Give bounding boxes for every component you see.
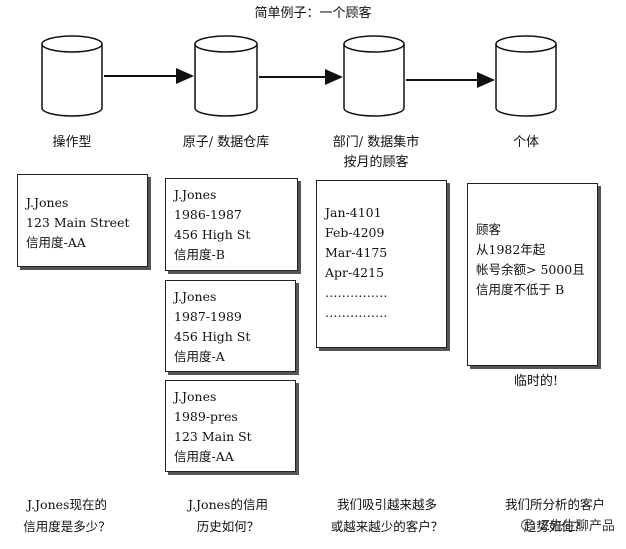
question-line: 历史如何？ [196,519,260,534]
ellipsis-row: …………… [325,305,388,320]
record-criterion: 从1982年起 [476,242,546,257]
question-line: 我们吸引越来越多 [336,497,437,512]
record-name: J.Jones [174,389,217,404]
question-warehouse: J.Jones的信用 历史如何？ [163,494,293,538]
record-criterion: 帐号余额> 5000且 [476,262,585,277]
record-subject: 顾客 [476,222,502,237]
warehouse-record-card: J.Jones 1987-1989 456 High St 信用度-A [165,280,296,372]
record-address: 456 High St [174,329,251,344]
diagram-title: 简单例子：一个顾客 [254,6,372,21]
stage-label-warehouse: 原子/ 数据仓库 [182,135,270,150]
question-line: 趋势如何？ [523,519,587,534]
monthly-count: Feb-4209 [325,225,385,240]
individual-record-card: 顾客 从1982年起 帐号余额> 5000且 信用度不低于 B [467,183,598,366]
record-period: 1989-pres [174,409,238,424]
stage-label-datamart: 部门/ 数据集市 [332,135,420,150]
watermark-text: Z先生聊产品 [541,519,615,534]
warehouse-record-card: J.Jones 1989-pres 123 Main St 信用度-AA [165,380,296,472]
ellipsis-row: …………… [325,285,388,300]
monthly-count: Mar-4175 [325,245,388,260]
record-credit: 信用度-B [174,247,225,262]
record-period: 1987-1989 [174,309,242,324]
database-icon-individual [495,35,557,117]
datamart-record-card: Jan-4101 Feb-4209 Mar-4175 Apr-4215 …………… [316,180,447,348]
question-line: 信用度是多少？ [23,519,111,534]
record-credit: 信用度-A [174,349,225,364]
monthly-count: Jan-4101 [325,205,382,220]
question-line: J.Jones现在的 [27,497,107,512]
stage-label-individual: 个体 [512,135,539,150]
stage-flow [41,35,557,117]
record-address: 123 Main Street [26,215,130,230]
warehouse-record-card: J.Jones 1986-1987 456 High St 信用度-B [165,178,298,271]
record-name: J.Jones [174,187,217,202]
record-criterion: 信用度不低于 B [476,282,565,297]
stage-label-operational: 操作型 [52,135,92,150]
individual-note: 临时的! [513,374,559,389]
question-datamart: 我们吸引越来越多 或越来越少的客户？ [312,494,462,538]
record-period: 1986-1987 [174,207,242,222]
monthly-count: Apr-4215 [325,265,385,280]
question-operational: J.Jones现在的 信用度是多少？ [2,494,132,538]
database-icon-warehouse [194,35,258,117]
record-name: J.Jones [26,195,69,210]
record-credit: 信用度-AA [26,235,86,250]
wechat-icon [521,518,536,531]
record-address: 456 High St [174,227,251,242]
question-line: 我们所分析的客户 [504,497,605,512]
record-address: 123 Main St [174,429,252,444]
database-icon-datamart [343,35,405,117]
database-icon-operational [41,35,103,117]
record-credit: 信用度-AA [174,449,234,464]
question-individual: 我们所分析的客户 趋势如何？ [490,494,620,538]
question-line: J.Jones的信用 [188,497,268,512]
operational-record-card: J.Jones 123 Main Street 信用度-AA [17,174,148,267]
watermark: Z先生聊产品 [521,515,615,534]
record-name: J.Jones [174,289,217,304]
stage-sublabel-datamart: 按月的顾客 [343,155,409,170]
question-line: 或越来越少的客户？ [330,519,444,534]
